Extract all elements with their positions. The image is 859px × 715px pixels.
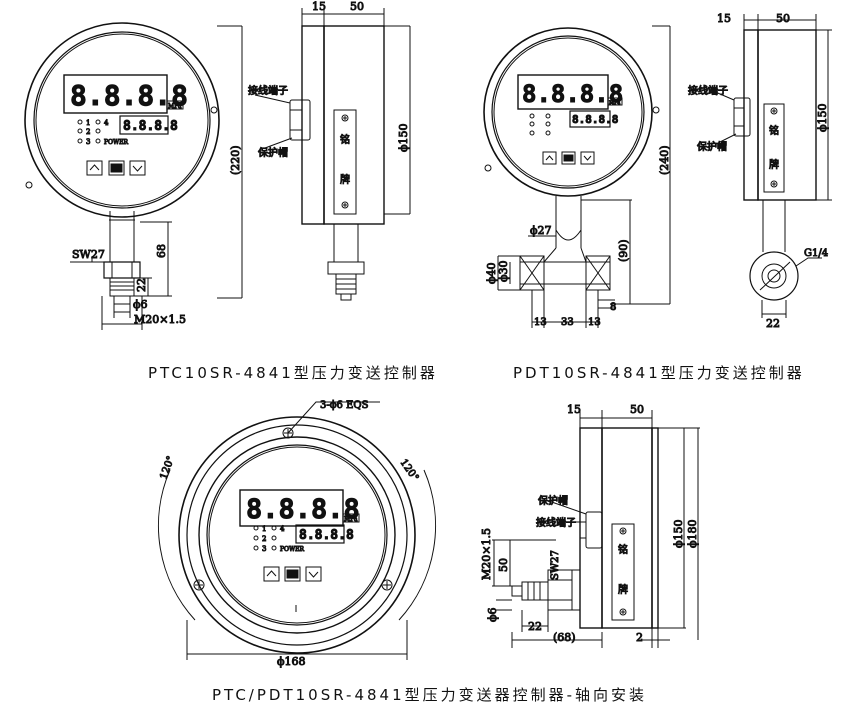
svg-text:15: 15 bbox=[717, 12, 731, 25]
svg-text:铭: 铭 bbox=[340, 133, 350, 146]
svg-text:M20×1.5: M20×1.5 bbox=[134, 313, 186, 326]
svg-text:13: 13 bbox=[534, 317, 547, 328]
svg-text:8: 8 bbox=[610, 302, 616, 313]
svg-text:2: 2 bbox=[86, 128, 90, 136]
svg-text:15: 15 bbox=[567, 403, 581, 416]
svg-text:M20×1.5: M20×1.5 bbox=[480, 528, 493, 580]
svg-text:50: 50 bbox=[630, 403, 644, 416]
svg-text:MPa: MPa bbox=[344, 516, 358, 523]
svg-text:8.8.8.8: 8.8.8.8 bbox=[246, 494, 360, 525]
svg-text:ϕ30: ϕ30 bbox=[497, 261, 510, 283]
main-display-window bbox=[63, 74, 168, 114]
svg-text:22: 22 bbox=[135, 278, 148, 292]
up-button[interactable] bbox=[86, 160, 103, 176]
svg-text:接线端子: 接线端子 bbox=[536, 516, 576, 529]
set-button[interactable] bbox=[108, 160, 125, 176]
holes-label: 3-ϕ6 EQS bbox=[320, 400, 369, 411]
svg-text:牌: 牌 bbox=[340, 173, 350, 186]
svg-text:SW27: SW27 bbox=[550, 550, 561, 580]
pdt-side-view: 铭 牌 15 50 ϕ150 接线端子 保护帽 G1/4 22 bbox=[688, 12, 832, 331]
caption-ptc: PTC10SR-4841型压力变送控制器 bbox=[148, 364, 438, 382]
svg-text:铭: 铭 bbox=[769, 124, 779, 137]
svg-text:68: 68 bbox=[155, 244, 168, 258]
svg-text:1: 1 bbox=[262, 525, 266, 533]
svg-text:MPa: MPa bbox=[609, 100, 620, 106]
sub-display-window bbox=[119, 115, 169, 135]
mount-hole-left bbox=[193, 579, 205, 591]
svg-text:(240): (240) bbox=[658, 145, 671, 175]
svg-text:ϕ6: ϕ6 bbox=[486, 608, 499, 623]
mount-hole-right bbox=[381, 579, 393, 591]
pdt-front-view: 8.8.8.8 MPa 8.8.8.8 (240) (90) ϕ27 ϕ40 ϕ… bbox=[483, 25, 672, 329]
ptc-front-view: 8.8.8.8 MPa 8.8.8.8 1 4 2 3 POWER (220) … bbox=[24, 22, 243, 330]
svg-text:ϕ150: ϕ150 bbox=[816, 104, 829, 133]
svg-text:保护帽: 保护帽 bbox=[697, 140, 727, 153]
caption-axial: PTC/PDT10SR-4841型压力变送器控制器-轴向安装 bbox=[212, 686, 648, 704]
svg-text:50: 50 bbox=[497, 558, 510, 572]
svg-text:8.8.8.8: 8.8.8.8 bbox=[572, 113, 618, 126]
svg-text:ϕ6: ϕ6 bbox=[133, 298, 148, 311]
svg-text:(220): (220) bbox=[229, 145, 242, 175]
svg-text:ϕ180: ϕ180 bbox=[686, 520, 699, 549]
svg-text:1: 1 bbox=[86, 119, 90, 127]
svg-text:铭: 铭 bbox=[618, 543, 628, 556]
svg-text:(90): (90) bbox=[617, 239, 630, 262]
svg-text:ϕ150: ϕ150 bbox=[397, 124, 410, 153]
svg-text:50: 50 bbox=[776, 12, 790, 25]
svg-text:33: 33 bbox=[561, 317, 574, 328]
indicator-leds: 1 4 2 3 POWER bbox=[77, 119, 129, 147]
svg-text:8.8.8.8: 8.8.8.8 bbox=[299, 528, 354, 543]
svg-text:8.8.8.8: 8.8.8.8 bbox=[522, 80, 623, 108]
mount-hole-top bbox=[282, 427, 294, 439]
unit-label: MPa bbox=[168, 103, 182, 110]
svg-text:3: 3 bbox=[86, 138, 90, 146]
svg-text:22: 22 bbox=[528, 620, 542, 633]
svg-text:22: 22 bbox=[766, 317, 780, 330]
svg-text:保护帽: 保护帽 bbox=[538, 494, 568, 507]
terminal-label: 接线端子 bbox=[248, 84, 288, 97]
axial-front-view: 120° 120° 8.8.8.8 MPa 8.8.8.8 1 4 2 3 PO… bbox=[157, 400, 437, 669]
svg-text:50: 50 bbox=[350, 0, 364, 13]
svg-text:SW27: SW27 bbox=[72, 248, 105, 261]
svg-text:120°: 120° bbox=[158, 455, 177, 481]
svg-text:2: 2 bbox=[262, 535, 266, 543]
ptc-side-view: 铭 牌 15 50 ϕ150 接线端子 保护帽 bbox=[248, 0, 411, 301]
svg-text:4: 4 bbox=[280, 525, 285, 533]
down-button[interactable] bbox=[129, 160, 146, 176]
axial-side-view: 铭 牌 15 50 ϕ150 ϕ180 保护帽 接线端子 SW27 M20×1.… bbox=[480, 403, 700, 648]
svg-text:POWER: POWER bbox=[104, 139, 129, 146]
svg-text:15: 15 bbox=[312, 0, 326, 13]
sub-display-digits: 8.8.8.8 bbox=[123, 119, 178, 134]
svg-text:(68): (68) bbox=[553, 631, 576, 644]
svg-text:ϕ150: ϕ150 bbox=[672, 520, 685, 549]
svg-text:POWER: POWER bbox=[280, 546, 305, 553]
svg-text:ϕ40: ϕ40 bbox=[485, 263, 498, 285]
cap-label: 保护帽 bbox=[258, 146, 288, 159]
svg-text:2: 2 bbox=[636, 631, 643, 644]
main-display-digits: 8.8.8.8 bbox=[70, 79, 188, 112]
svg-text:13: 13 bbox=[588, 317, 601, 328]
svg-text:ϕ168: ϕ168 bbox=[277, 655, 306, 668]
svg-text:牌: 牌 bbox=[769, 158, 779, 171]
svg-text:ϕ27: ϕ27 bbox=[530, 224, 552, 237]
svg-text:牌: 牌 bbox=[618, 583, 628, 596]
svg-text:G1/4: G1/4 bbox=[804, 248, 828, 259]
svg-text:接线端子: 接线端子 bbox=[688, 84, 728, 97]
svg-text:4: 4 bbox=[104, 119, 109, 127]
svg-text:3: 3 bbox=[262, 545, 266, 553]
caption-pdt: PDT10SR-4841型压力变送控制器 bbox=[513, 364, 805, 382]
